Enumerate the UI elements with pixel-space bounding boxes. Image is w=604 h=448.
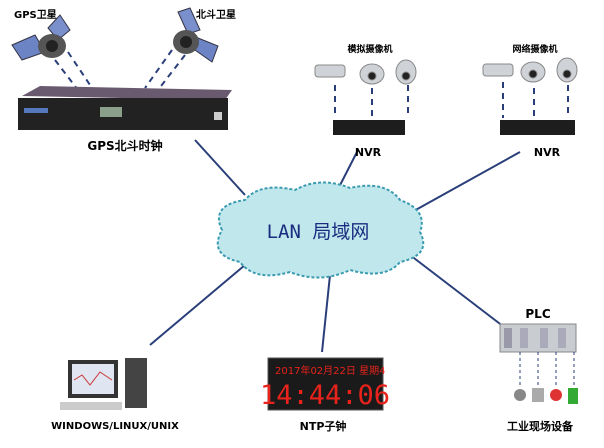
link-plc-lan: [409, 254, 509, 331]
satellite-signals: [54, 49, 569, 118]
beidou-satellite-label: 北斗卫星: [196, 8, 236, 21]
nvr-device-1: [333, 120, 405, 135]
gps-beidou-master-clock-device: [18, 86, 232, 130]
network-cameras-icon: [482, 57, 578, 83]
beidou-satellite-icon: [173, 7, 219, 63]
connection-lines: [149, 139, 521, 353]
ntp-clock-time: 14:44:06: [260, 380, 390, 411]
plc-title: PLC: [525, 307, 550, 321]
nvr-device-2: [500, 120, 575, 135]
link-nvr2-lan: [411, 151, 521, 213]
ntp-clock-label: NTP子钟: [300, 419, 347, 433]
ntp-clock-date: 2017年02月22日 星期4: [275, 364, 385, 377]
link-pc-lan: [149, 264, 246, 346]
link-ntp-lan: [321, 274, 331, 353]
gps-satellite-icon: [11, 14, 71, 61]
analog-cameras-icon: [314, 59, 417, 85]
field-devices-label: 工业现场设备: [507, 419, 574, 433]
network-cameras-title: 网络摄像机: [512, 43, 557, 55]
gps-satellite-label: GPS卫星: [14, 9, 57, 21]
lan-label: LAN 局域网: [267, 221, 370, 243]
nvr-1-label: NVR: [355, 146, 382, 159]
computer-os-label: WINDOWS/LINUX/UNIX: [51, 421, 179, 432]
plc-device-icon: [499, 323, 578, 404]
lan-cloud-icon: [216, 181, 425, 279]
master-clock-label: GPS北斗时钟: [87, 138, 162, 153]
link-clock-lan: [194, 139, 246, 196]
nvr-2-label: NVR: [534, 146, 561, 159]
computer-icon: [60, 358, 147, 410]
ntp-clock-display: [267, 357, 384, 411]
analog-cameras-title: 模拟摄像机: [347, 43, 392, 55]
